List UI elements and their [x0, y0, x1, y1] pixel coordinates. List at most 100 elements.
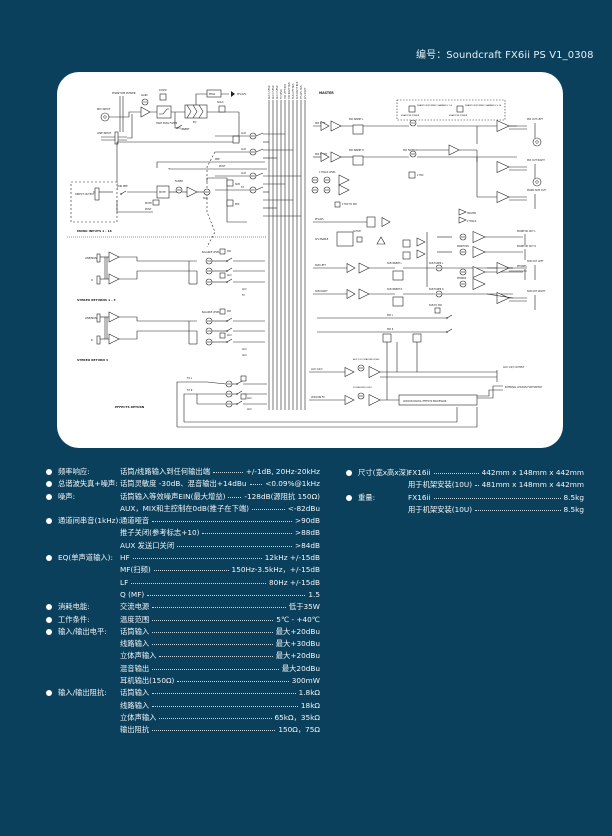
section-label-stereo-return: STEREO RETURNS 1 - 3: [77, 298, 116, 302]
signal-line: [159, 108, 169, 115]
diagram-label: SOLO: [217, 101, 224, 104]
spec-category: 输入/输出电平:: [58, 626, 107, 636]
master-amplifier: [330, 120, 342, 132]
spec-value: 8.5kg: [563, 504, 584, 514]
output-amplifier: [496, 191, 510, 203]
diagram-label: LINE/MONO: [85, 317, 99, 320]
spec-item: 立体声输入: [120, 651, 157, 661]
diagram-label: BALANCE LEVEL: [202, 251, 220, 254]
bus-switch: [236, 380, 243, 385]
signal-line: [156, 161, 265, 168]
signal-line: [477, 385, 503, 399]
insert-switch: [176, 124, 183, 129]
spec-category: 频率响应:: [58, 467, 90, 476]
bullet-icon: [46, 690, 52, 697]
spec-item: 混音输出: [120, 663, 150, 673]
return-amplifier: [108, 311, 120, 323]
diagram-label: LINE INPUT: [97, 131, 112, 135]
sub-to-mix-switch: [434, 307, 441, 314]
diagram-label: ACTIVE: [353, 230, 361, 233]
diagram-label: MIX R: [387, 328, 394, 331]
spec-value: 481mm x 148mm x 442mm: [481, 480, 584, 490]
signal-line: [198, 104, 204, 112]
diagram-label: 100Hz: [159, 89, 167, 92]
diagram-label: FADER: [175, 180, 183, 183]
spec-row: 频率响应:话筒/线路输入到任何输出端+/-1dB, 20Hz-20kHz: [46, 466, 320, 478]
diagram-label: AUX: [242, 348, 247, 351]
monitor-source-amp: [458, 216, 467, 224]
monitor-buffer: [416, 249, 426, 259]
bus-switch: [236, 400, 243, 405]
spec-row: 立体声输入最大+20dBu: [46, 650, 320, 662]
switch-contact: [236, 393, 238, 395]
jack-icon: [96, 313, 101, 323]
active-switch: [356, 236, 363, 243]
spec-value: 442mm x 148mm x 442mm: [481, 468, 584, 477]
diagram-label: EXTERNAL LEXICON FOOTSWITCH: [505, 386, 542, 389]
diagram-label: SUB RIGHT: [315, 290, 328, 293]
diagram-label: MASTER: [467, 212, 476, 215]
summing-amplifier: [346, 262, 356, 274]
spec-category: 重量:: [358, 492, 376, 502]
dotted-leader: [177, 545, 292, 547]
dotted-leader: [131, 582, 266, 584]
bus-label: AUX 2 SEND: [272, 85, 275, 99]
lexicon-dsp-block: [398, 394, 478, 406]
monitor-select-switch: [402, 239, 411, 248]
aux-switch: [219, 272, 226, 279]
dir-pre-switch: [120, 190, 127, 195]
document-code: 编号：Soundcraft FX6ii PS V1_0308: [416, 50, 594, 61]
bullet-icon: [46, 604, 52, 611]
spec-category: 消耗电能:: [58, 602, 90, 612]
diagram-label: SUB INSERT R: [387, 288, 403, 291]
insert-loop: [352, 124, 364, 135]
switch-icon: [446, 328, 453, 333]
signal-line: [184, 407, 458, 423]
spec-value: 最大+20dBu: [275, 626, 320, 636]
monitor-buffer: [416, 237, 426, 247]
spec-value: 1.8kΩ: [298, 688, 320, 698]
switch-contact: [226, 260, 228, 262]
bus-label: FX SEND: [280, 89, 283, 99]
diagram-label: PHANTOM POWER CHANNELS 1-8: [417, 104, 453, 107]
phones-amplifier: [472, 278, 486, 290]
bullet-icon: [46, 493, 52, 500]
spec-category: 噪声:: [58, 491, 76, 501]
mic-input-connector: [100, 112, 110, 122]
afl-logic-block: [336, 231, 354, 247]
spec-row: AUX 发送口关闭>84dB: [46, 540, 320, 552]
bus-label: SUB LEFT BUS: [292, 83, 295, 99]
spec-value: 5℃ - +40℃: [276, 614, 320, 624]
spec-value: >84dB: [294, 540, 320, 550]
diagram-label: FX R: [187, 389, 193, 392]
diagram-label: SUB OUT LEFT: [527, 260, 544, 263]
diagram-label: PFL/AFL: [315, 218, 325, 221]
spec-row: 消耗电能:交流电源低于35W: [46, 601, 320, 613]
peak-detector: [206, 89, 222, 98]
spec-row: 噪声:话筒输入等效噪声EIN(最大增益)-128dB(源阻抗 150Ω): [46, 491, 320, 503]
diagram-label: EQ: [193, 121, 197, 124]
bus-label: MIX LEFT BUS: [284, 83, 287, 99]
diagram-label: MIX OUT LEFT: [527, 118, 544, 121]
dotted-leader: [152, 693, 296, 695]
dotted-leader: [152, 631, 273, 633]
gain-amplifier: [140, 106, 151, 118]
direct-output-section: [70, 181, 118, 223]
section-label-master: MASTER: [319, 91, 334, 95]
dotted-leader: [152, 644, 273, 646]
bullet-icon: [46, 628, 52, 635]
diagram-label: SUB FADER R: [429, 288, 444, 291]
diagram-label: SUB FADER L: [429, 262, 444, 265]
diagram-label: MIX INSERT L: [349, 118, 364, 121]
diagram-label: AUX 1/2/3 OUTPUT: [503, 366, 525, 369]
insert-loop: [352, 155, 364, 166]
spec-row: 通道间串音(1kHz):通道哑音>90dB: [46, 515, 320, 527]
spec-value: <0.09%@1kHz: [265, 479, 320, 489]
dotted-leader: [152, 705, 298, 707]
